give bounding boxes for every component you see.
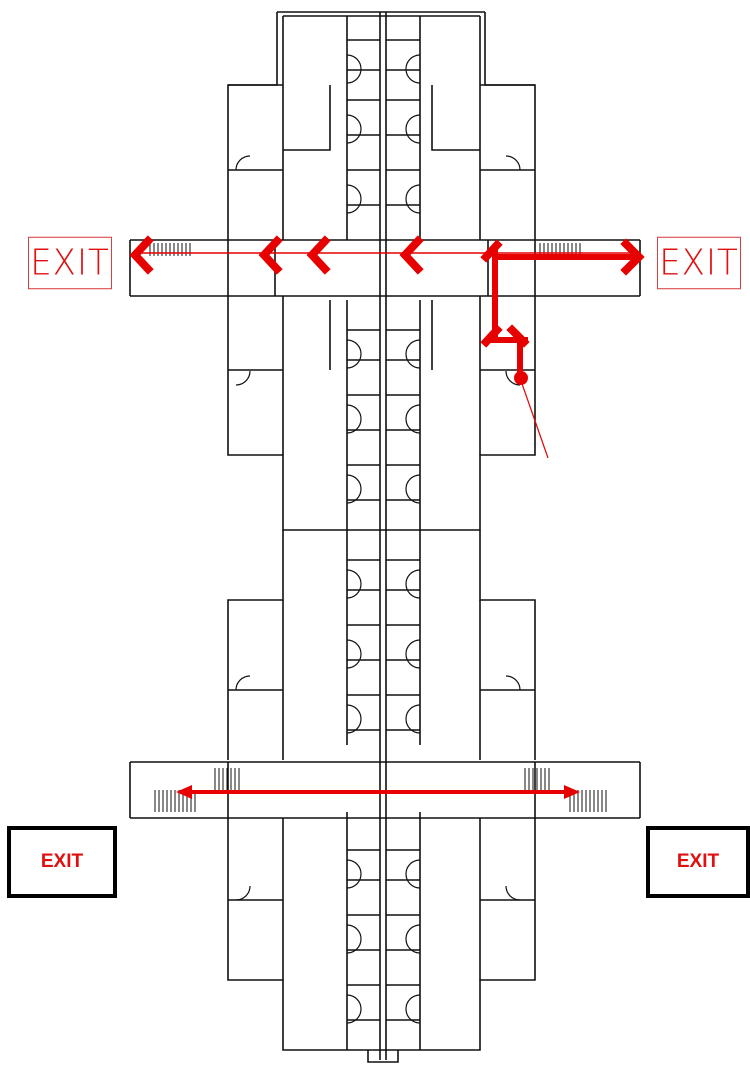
building-walls [129,11,641,1063]
lower-arrowheads [176,785,580,799]
exit-sign-top-left: EXIT [28,236,112,290]
origin-dot [514,371,528,385]
exit-sign-bottom-left: EXIT [7,826,117,898]
diagonal-line [519,377,549,459]
exit-sign-bottom-right: EXIT [646,826,750,898]
route-chevrons [129,235,645,348]
exit-sign-top-right: EXIT [657,236,741,290]
vertical-route [492,250,523,375]
evacuation-routes [135,250,640,794]
